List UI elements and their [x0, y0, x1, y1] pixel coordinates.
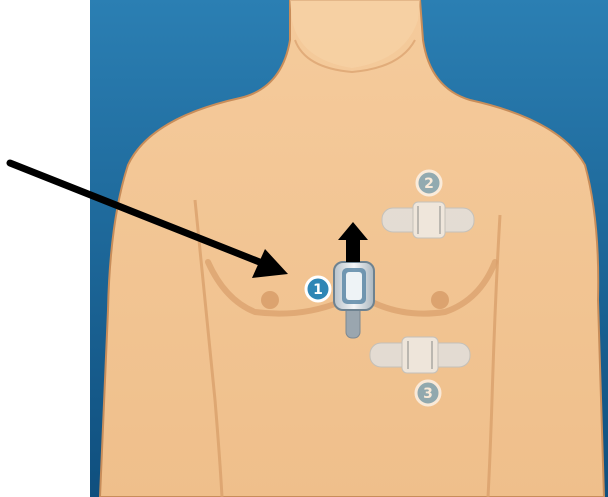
marker-2-badge: 2	[417, 171, 441, 195]
right-nipple	[431, 291, 449, 309]
marker-3-label: 3	[423, 386, 433, 402]
marker-1-label: 1	[313, 282, 323, 298]
marker-3-badge: 3	[416, 381, 440, 405]
marker-1-badge: 1	[306, 277, 330, 301]
left-nipple	[261, 291, 279, 309]
marker-2-label: 2	[424, 176, 434, 192]
